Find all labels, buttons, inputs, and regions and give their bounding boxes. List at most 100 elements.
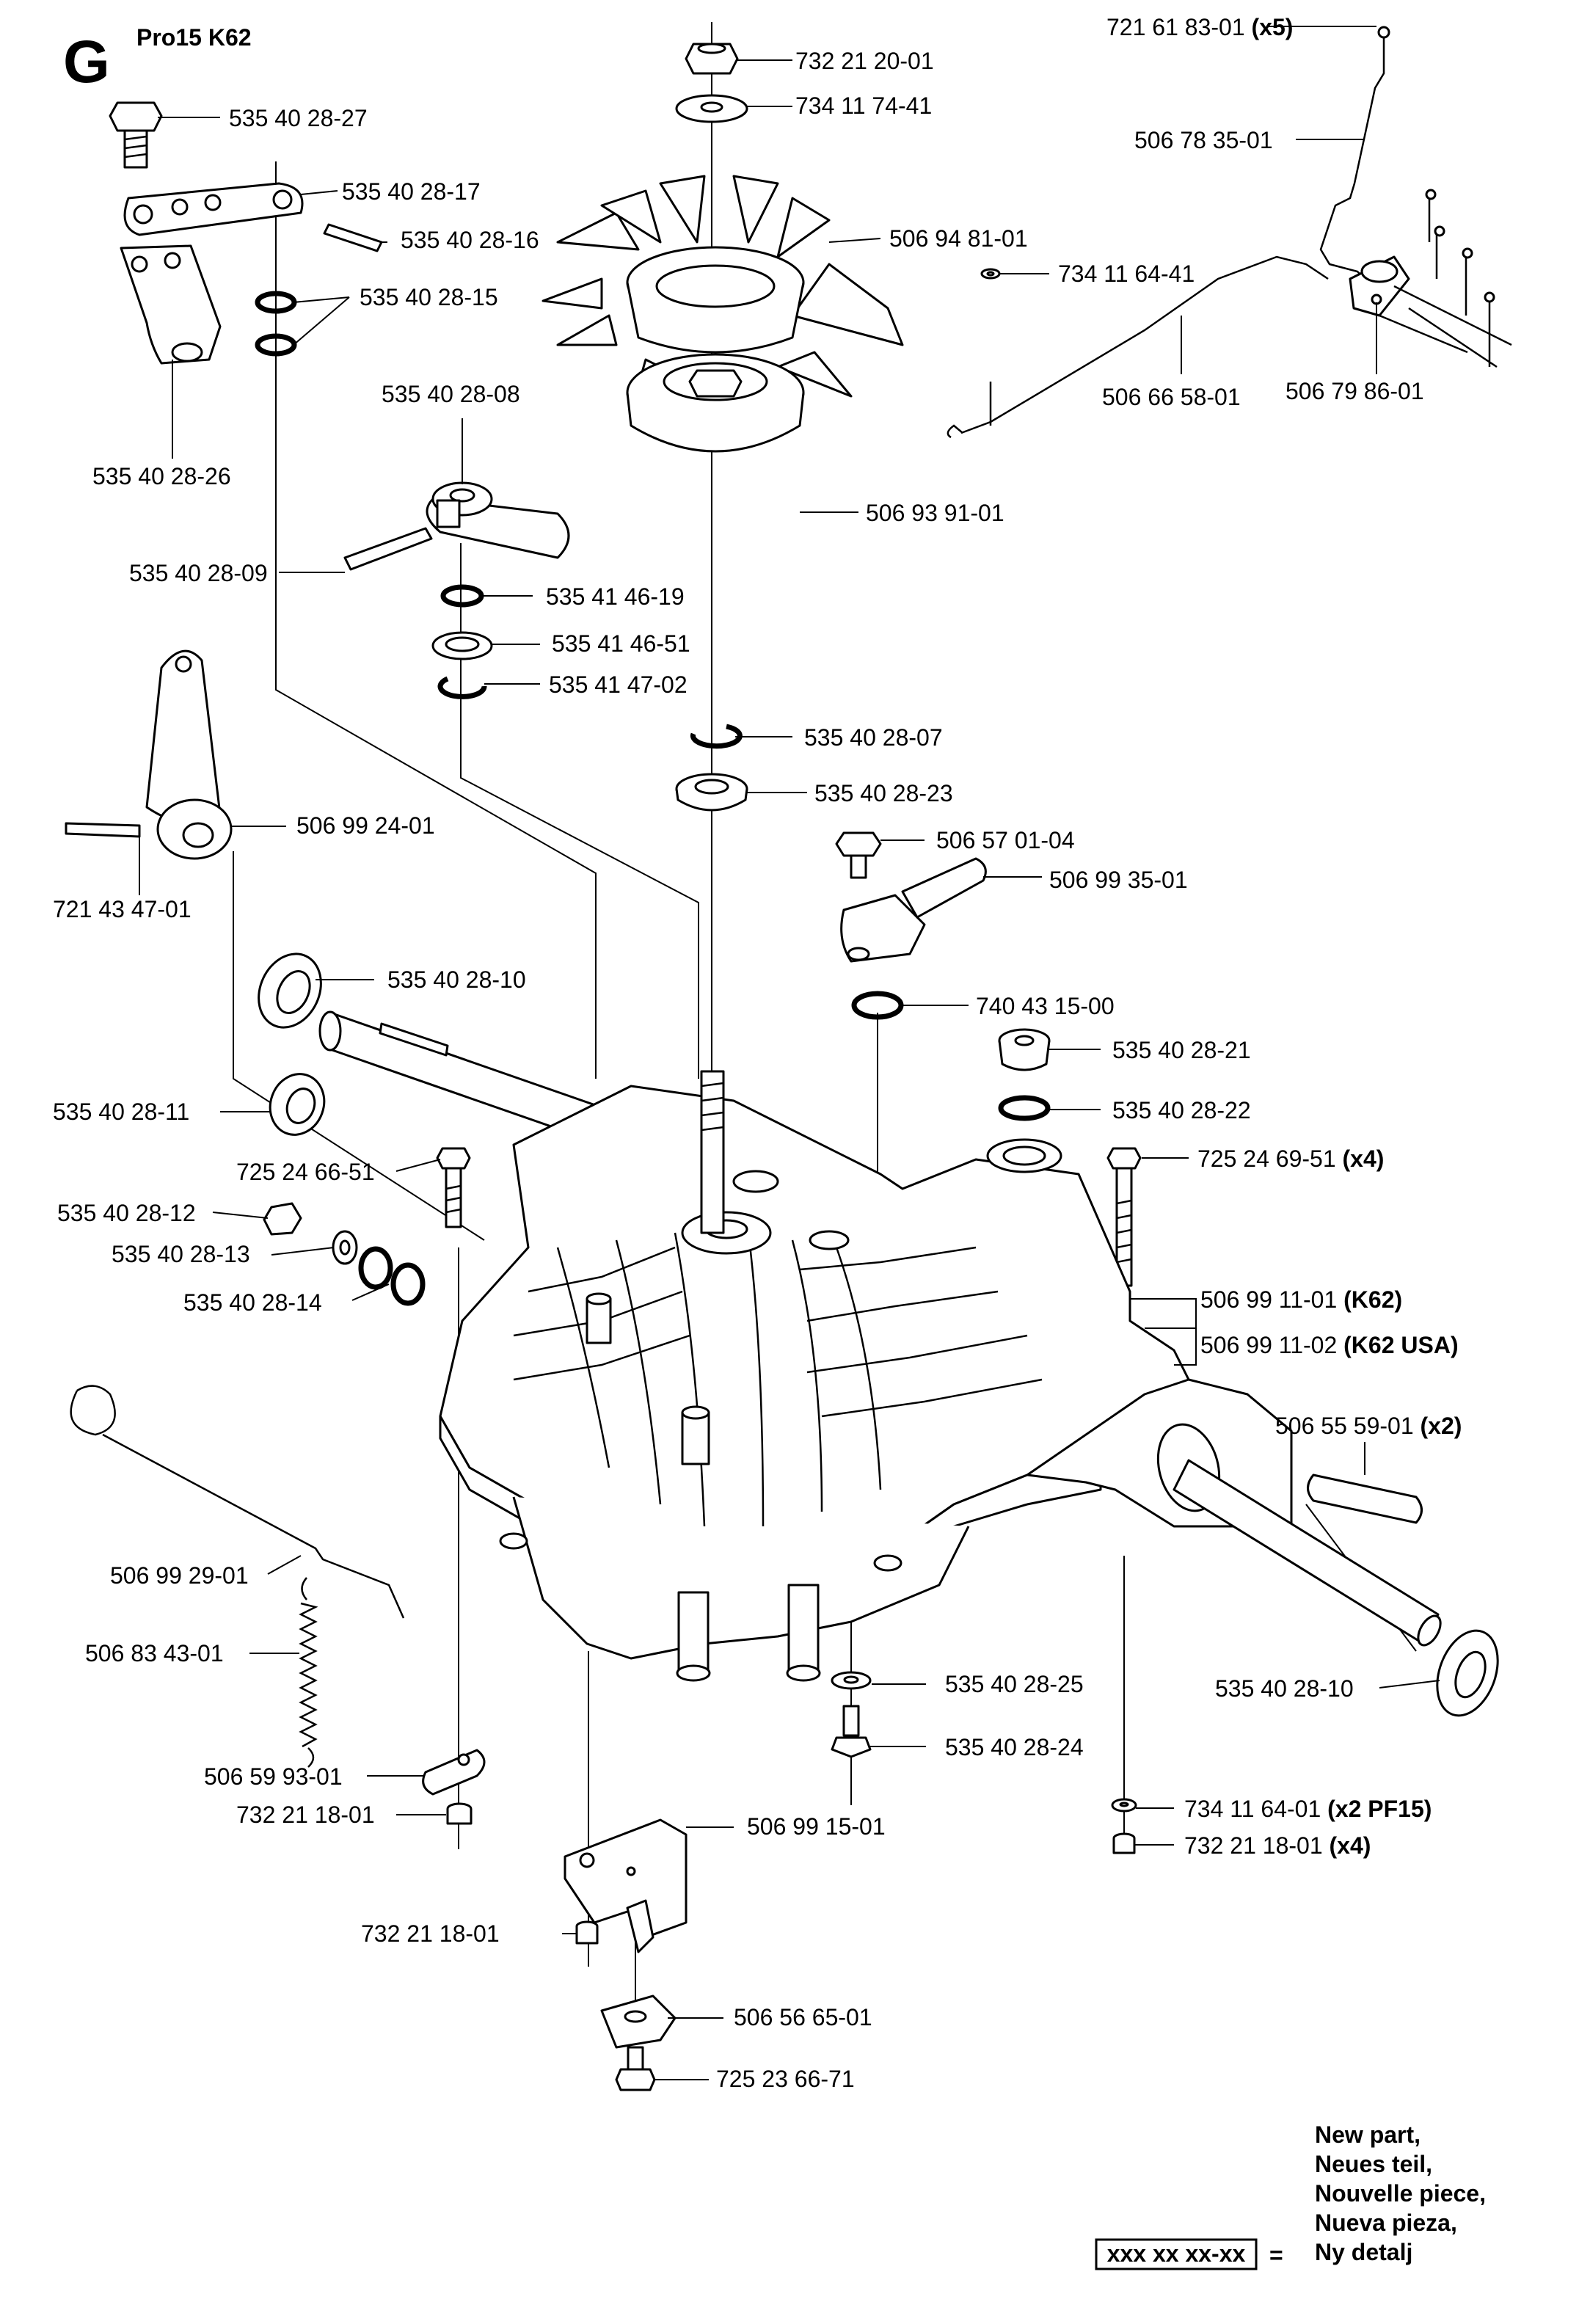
part-number: 506 99 11-01 (1200, 1286, 1337, 1313)
part-label: 535 40 28-09 (129, 560, 268, 586)
section-letter: G (63, 29, 110, 95)
bearing-icon (675, 773, 748, 812)
part-label: 725 24 69-51 (x4) (1197, 1145, 1384, 1172)
nut-icon (446, 1802, 473, 1825)
label-leaders (139, 26, 1440, 2080)
nut-icon (1112, 1832, 1136, 1854)
part-label: 535 40 28-15 (360, 284, 498, 310)
part-label: 734 11 64-41 (1058, 261, 1195, 287)
shaft-seal-icon (258, 952, 322, 1029)
part-label: 535 40 28-14 (183, 1289, 322, 1316)
part-labels: 732 21 20-01 734 11 74-41 535 40 28-27 5… (53, 14, 1462, 2092)
clip-plate-icon (600, 1995, 677, 2049)
link-plate-icon (422, 1749, 486, 1796)
transaxle-case-icon (439, 1070, 1293, 1682)
circlip-icon (437, 676, 487, 699)
part-label: 535 41 47-02 (549, 671, 688, 698)
o-ring-icon (390, 1262, 426, 1306)
cooling-fan-icon (541, 175, 904, 412)
part-label: 535 40 28-08 (382, 381, 520, 407)
part-label: 535 40 28-26 (92, 463, 231, 489)
nut-icon (263, 1202, 302, 1236)
pulley-icon (626, 353, 805, 453)
part-label: 506 79 86-01 (1286, 378, 1424, 404)
fitting-icon (840, 857, 987, 963)
part-label: 732 21 20-01 (795, 48, 934, 74)
pin-icon (65, 822, 141, 838)
part-label: 535 40 28-10 (387, 966, 526, 993)
o-ring-icon (998, 1095, 1051, 1121)
legend-line: Nouvelle piece, (1315, 2180, 1486, 2207)
part-qty: (x2) (1421, 1413, 1462, 1439)
pin-icon (323, 223, 383, 252)
drain-plug-icon (998, 1028, 1051, 1071)
part-label: 506 66 58-01 (1102, 384, 1241, 410)
part-label: 506 99 11-02 (K62 USA) (1200, 1332, 1459, 1358)
part-qty: (K62) (1343, 1286, 1402, 1313)
part-qty: (x2 PF15) (1327, 1796, 1432, 1822)
part-label: 732 21 18-01 (361, 1920, 500, 1947)
o-ring-icon (358, 1246, 393, 1290)
key-icon (1307, 1474, 1423, 1524)
part-label: 535 40 28-22 (1112, 1097, 1251, 1123)
part-label: 721 43 47-01 (53, 896, 192, 922)
washer-icon (431, 631, 493, 660)
part-label: 535 40 28-12 (57, 1200, 196, 1226)
pin-icon (343, 527, 433, 571)
part-label: 535 40 28-10 (1215, 1675, 1354, 1702)
part-label: 506 99 35-01 (1049, 867, 1188, 893)
nut-icon (575, 1920, 599, 1945)
part-label: 734 11 64-01 (x2 PF15) (1184, 1796, 1432, 1822)
washer-icon (980, 268, 1001, 280)
new-part-legend: New part, Neues teil, Nouvelle piece, Nu… (1095, 2121, 1486, 2270)
control-rods-icon (947, 26, 1512, 439)
part-label: 506 94 81-01 (889, 225, 1028, 252)
legend-box (1095, 2238, 1258, 2270)
bypass-lever-icon (145, 649, 233, 860)
bolt-icon (109, 101, 163, 169)
part-label: 506 57 01-04 (936, 827, 1075, 853)
washer-icon (1111, 1798, 1137, 1813)
lever-plate-icon (123, 182, 304, 236)
circlip-icon (690, 724, 743, 749)
part-label: 535 40 28-27 (229, 105, 368, 131)
shaft-seal-icon (269, 1073, 326, 1136)
part-number: 725 24 69-51 (1197, 1145, 1336, 1172)
part-label: 721 61 83-01 (x5) (1106, 14, 1293, 40)
part-label: 535 40 28-16 (401, 227, 539, 253)
legend-equals: = (1269, 2242, 1283, 2268)
legend-box-text: xxx xx xx-xx (1107, 2240, 1246, 2267)
washer-icon (332, 1230, 358, 1265)
part-label: 506 59 93-01 (204, 1763, 343, 1790)
shaft-seal-icon (1436, 1629, 1499, 1717)
part-number: 732 21 18-01 (1184, 1832, 1323, 1859)
linkage-rod-icon (70, 1385, 405, 1619)
part-label: 725 23 66-71 (716, 2066, 855, 2092)
part-label: 535 40 28-25 (945, 1671, 1084, 1697)
washer-icon (831, 1671, 872, 1690)
part-label: 732 21 18-01 (x4) (1184, 1832, 1371, 1859)
part-label: 535 40 28-23 (814, 780, 953, 806)
part-shapes (65, 26, 1512, 2091)
legend-line: Nueva pieza, (1315, 2210, 1457, 2236)
part-label: 535 41 46-19 (546, 583, 685, 610)
bolt-icon (615, 2046, 656, 2091)
part-number: 721 61 83-01 (1106, 14, 1245, 40)
part-label: 506 93 91-01 (866, 500, 1004, 526)
legend-line: Ny detalj (1315, 2239, 1412, 2265)
part-label: 535 40 28-11 (53, 1099, 189, 1125)
fitting-bolt-icon (835, 831, 882, 879)
part-label: 725 24 66-51 (236, 1159, 375, 1185)
part-number: 506 99 11-02 (1200, 1332, 1337, 1358)
model-title: Pro15 K62 (136, 24, 252, 51)
bracket-plate-icon (120, 244, 222, 365)
bolt-icon (831, 1705, 872, 1758)
part-label: 506 99 24-01 (296, 812, 435, 839)
spring-icon (299, 1577, 318, 1768)
top-washer-icon (675, 94, 748, 123)
part-label: 535 40 28-17 (342, 178, 481, 205)
part-label: 506 83 43-01 (85, 1640, 224, 1666)
part-label: 734 11 74-41 (795, 92, 932, 119)
long-bolt-icon (436, 1147, 471, 1228)
